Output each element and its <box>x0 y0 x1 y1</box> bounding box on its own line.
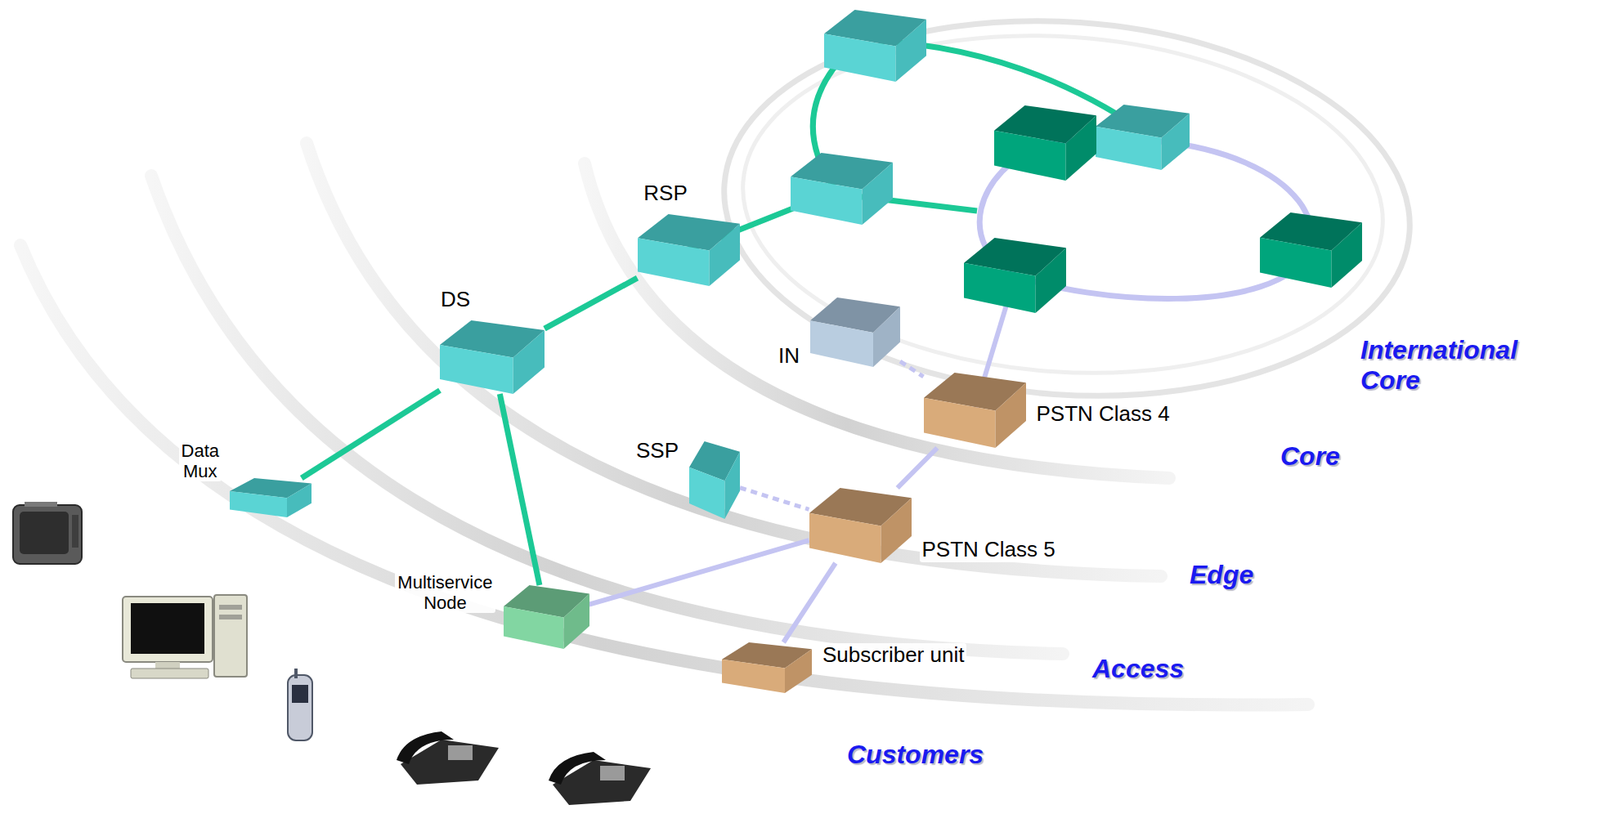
layer-label: Access <box>1092 654 1184 685</box>
pstn-switch <box>1259 212 1363 288</box>
switch-cube <box>229 478 312 518</box>
layer-label: Edge <box>1189 560 1254 591</box>
switch-cube <box>810 297 901 368</box>
network-link <box>499 394 540 586</box>
pstn-switch <box>963 237 1067 314</box>
network-link <box>589 540 810 605</box>
core-ring <box>731 14 1395 395</box>
network-node: Subscriber unit <box>721 642 812 694</box>
node-label: Multiservice Node <box>394 572 495 615</box>
switch-cube <box>637 214 740 287</box>
node-label: PSTN Class 4 <box>1034 402 1173 427</box>
node-label: SSP <box>633 439 682 464</box>
switch-cube <box>439 320 545 395</box>
desk-phone-icon <box>548 752 651 806</box>
tv-icon <box>13 501 82 565</box>
pc-icon <box>122 595 247 679</box>
network-link <box>897 448 938 489</box>
core-ring <box>711 0 1423 419</box>
network-link <box>783 563 836 643</box>
network-link <box>739 488 810 511</box>
layer-arc <box>306 143 1161 577</box>
network-node: SSP <box>689 441 740 520</box>
node-label: IN <box>775 344 803 369</box>
switch-cube <box>439 320 545 395</box>
network-node: Multiservice Node <box>503 585 590 650</box>
switch-cube <box>229 478 312 518</box>
core-switch <box>790 152 893 225</box>
switch-cube <box>923 372 1027 449</box>
desk-phone-icon <box>396 731 499 785</box>
switch-cube <box>809 488 912 564</box>
switch-cube <box>810 297 901 368</box>
network-node: PSTN Class 5 <box>809 488 912 564</box>
node-label: PSTN Class 5 <box>919 537 1058 563</box>
layer-label: International Core <box>1360 335 1574 396</box>
network-link <box>544 277 638 329</box>
layer-label: Customers <box>847 739 984 771</box>
switch-cube <box>637 214 740 287</box>
network-node: IN <box>810 297 901 368</box>
core-switch <box>824 9 927 82</box>
node-label: Data Mux <box>179 440 222 483</box>
network-link <box>301 390 440 479</box>
network-node: PSTN Class 4 <box>923 372 1027 449</box>
switch-cube <box>923 372 1027 449</box>
layer-label: Core <box>1280 441 1341 472</box>
switch-cube <box>721 642 812 694</box>
network-node: DS <box>439 320 545 395</box>
layer-arc <box>151 175 1063 655</box>
switch-cube <box>689 441 740 520</box>
network-node: Data Mux <box>229 478 312 518</box>
node-label: RSP <box>640 181 690 207</box>
pstn-switch <box>994 105 1097 181</box>
switch-cube <box>809 488 912 564</box>
switch-cube <box>503 585 590 650</box>
network-node: RSP <box>637 214 740 287</box>
switch-cube <box>721 642 812 694</box>
core-switch <box>1095 104 1190 171</box>
switch-cube <box>689 441 740 520</box>
node-label: DS <box>438 287 473 313</box>
switch-cube <box>503 585 590 650</box>
mobile-phone-icon <box>287 668 313 741</box>
network-link <box>900 361 924 377</box>
node-label: Subscriber unit <box>820 643 967 668</box>
